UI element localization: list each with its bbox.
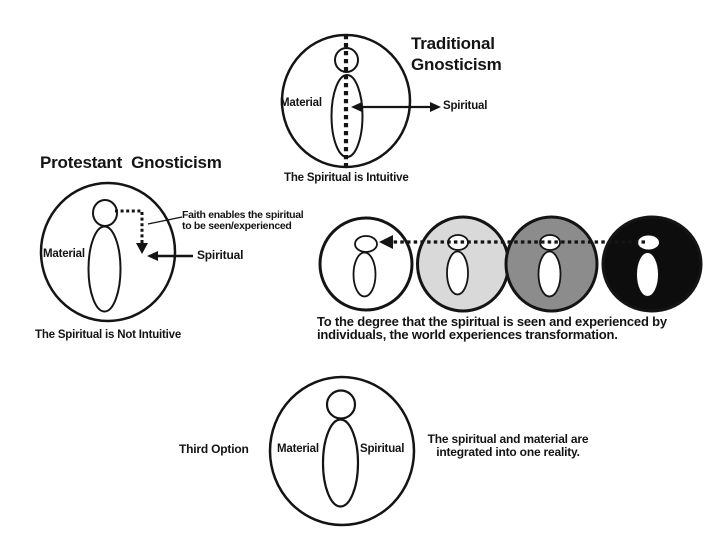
person-body bbox=[321, 418, 360, 508]
third-option-caption: The spiritual and material are integrate… bbox=[427, 432, 589, 459]
person-head bbox=[354, 235, 378, 253]
faith-arrowhead-down bbox=[136, 243, 148, 254]
arrowhead-left bbox=[351, 102, 362, 112]
protestant-spiritual-label: Spiritual bbox=[197, 248, 244, 262]
protestant-person-figure bbox=[87, 199, 122, 313]
traditional-material-label: Material bbox=[280, 97, 322, 109]
transformation-stage-4 bbox=[601, 215, 703, 313]
faith-note-connector-line bbox=[147, 216, 183, 225]
third-option-person-figure bbox=[321, 389, 360, 508]
third-option-diagram bbox=[268, 375, 416, 527]
transformation-diagram bbox=[318, 215, 703, 313]
person-head bbox=[92, 199, 118, 227]
person-head bbox=[447, 234, 469, 251]
protestant-caption: The Spiritual is Not Intuitive bbox=[35, 329, 182, 341]
protestant-spiritual-arrow bbox=[147, 251, 193, 261]
person-body bbox=[446, 250, 469, 296]
faith-note: Faith enables the spiritual to be seen/e… bbox=[182, 209, 304, 232]
person-head bbox=[325, 389, 357, 420]
third-option-label: Third Option bbox=[179, 442, 249, 456]
transformation-stage-3 bbox=[504, 215, 599, 313]
protestant-material-label: Material bbox=[43, 248, 85, 260]
arrowhead-right bbox=[430, 102, 441, 112]
traditional-title: Traditional Gnosticism bbox=[411, 34, 502, 74]
arrowhead-left bbox=[379, 235, 393, 249]
person-body bbox=[537, 250, 562, 298]
person-head bbox=[637, 234, 660, 251]
traditional-spiritual-label: Spiritual bbox=[443, 100, 488, 112]
third-option-spiritual-label: Spiritual bbox=[360, 443, 405, 455]
transformation-dotted-arrow bbox=[379, 235, 645, 249]
person-body bbox=[352, 251, 377, 298]
traditional-spiritual-arrow bbox=[351, 102, 441, 112]
person-body bbox=[636, 252, 659, 297]
transformation-stage-1 bbox=[318, 216, 414, 312]
person-body bbox=[87, 225, 122, 313]
protestant-diagram bbox=[39, 181, 193, 323]
traditional-diagram bbox=[280, 33, 441, 169]
traditional-caption: The Spiritual is Intuitive bbox=[284, 172, 409, 184]
transformation-stage-2 bbox=[416, 215, 510, 313]
third-option-material-label: Material bbox=[277, 443, 319, 455]
arrowhead-left bbox=[147, 251, 158, 261]
transformation-caption: To the degree that the spiritual is seen… bbox=[317, 314, 667, 343]
protestant-title: Protestant Gnosticism bbox=[40, 153, 222, 172]
